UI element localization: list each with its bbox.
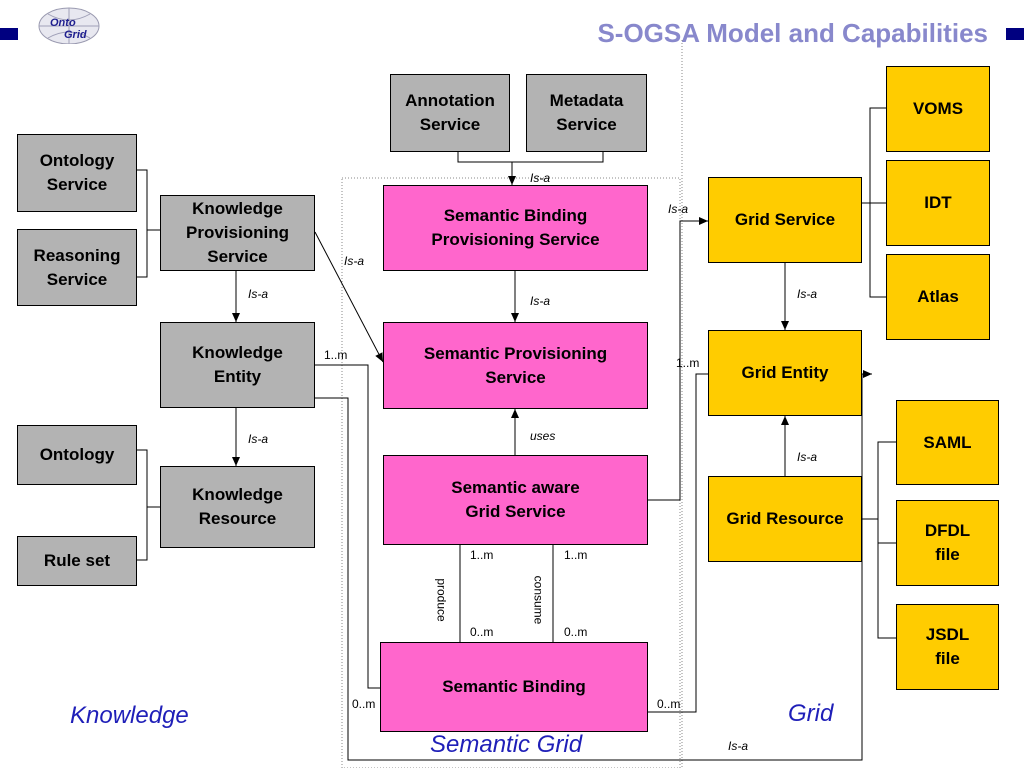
semantic-binding-box: Semantic Binding <box>380 642 648 732</box>
atlas-box: Atlas <box>886 254 990 340</box>
line-bottom-loop <box>315 374 863 761</box>
grid-area-label: Grid <box>788 700 834 727</box>
rule-set-box: Rule set <box>17 536 137 586</box>
line-knowledge-entity-binding <box>315 364 380 689</box>
reasoning-service-box: Reasoning Service <box>17 229 137 306</box>
is-a-label-sags-gs: Is-a <box>668 202 689 216</box>
semantic-provisioning-service-box: Semantic Provisioning Service <box>383 322 648 409</box>
is-a-label-entity-resource: Is-a <box>248 432 269 446</box>
line-sags-to-grid-service <box>648 220 698 501</box>
produce-label: produce <box>434 578 449 622</box>
jsdl-file-box: JSDL file <box>896 604 999 690</box>
knowledge-provisioning-service-box: Knowledge Provisioning Service <box>160 195 315 271</box>
multiplicity-grid-entity: 1..m <box>676 356 700 370</box>
dfdl-file-box: DFDL file <box>896 500 999 586</box>
multiplicity-produce-bottom: 0..m <box>470 625 494 639</box>
logo-text-top: Onto <box>50 17 76 29</box>
grid-service-box: Grid Service <box>708 177 862 263</box>
knowledge-entity-box: Knowledge Entity <box>160 322 315 408</box>
right-accent-bar <box>1006 28 1024 40</box>
line-binding-to-grid-entity <box>648 373 708 713</box>
saml-box: SAML <box>896 400 999 485</box>
multiplicity-produce-top: 1..m <box>470 548 494 562</box>
arrow-kps-to-sps <box>314 231 384 363</box>
is-a-label-gs-ge: Is-a <box>797 287 818 301</box>
ontogrid-logo: Onto Grid <box>38 7 100 44</box>
bracket-annotation-metadata <box>457 152 604 163</box>
consume-label: consume <box>531 575 546 625</box>
is-a-label-sbps-sps: Is-a <box>530 294 551 308</box>
is-a-label-kps-entity: Is-a <box>248 287 269 301</box>
ontology-service-box: Ontology Service <box>17 134 137 212</box>
knowledge-area-label: Knowledge <box>70 702 189 729</box>
multiplicity-binding-right: 0..m <box>657 697 681 711</box>
semantic-aware-grid-service-box: Semantic aware Grid Service <box>383 455 648 545</box>
page-title: S-OGSA Model and Capabilities <box>597 18 988 48</box>
left-accent-bar <box>0 28 18 40</box>
multiplicity-entity-binding: 1..m <box>324 348 348 362</box>
bracket-ontology-ruleset <box>137 449 148 561</box>
grid-entity-box: Grid Entity <box>708 330 862 416</box>
knowledge-resource-box: Knowledge Resource <box>160 466 315 548</box>
multiplicity-consume-bottom: 0..m <box>564 625 588 639</box>
logo-text-bottom: Grid <box>64 29 87 41</box>
semantic-binding-provisioning-service-box: Semantic Binding Provisioning Service <box>383 185 648 271</box>
is-a-label-bottom-loop: Is-a <box>728 739 749 753</box>
annotation-service-box: Annotation Service <box>390 74 510 152</box>
voms-box: VOMS <box>886 66 990 152</box>
metadata-service-box: Metadata Service <box>526 74 647 152</box>
multiplicity-consume-top: 1..m <box>564 548 588 562</box>
bracket-ontology-reasoning <box>137 169 148 278</box>
grid-resource-box: Grid Resource <box>708 476 862 562</box>
idt-box: IDT <box>886 160 990 246</box>
multiplicity-binding-left: 0..m <box>352 697 376 711</box>
is-a-label-gr-ge: Is-a <box>797 450 818 464</box>
ontology-box: Ontology <box>17 425 137 485</box>
semantic-grid-area-label: Semantic Grid <box>430 731 583 758</box>
is-a-label-to-sbps: Is-a <box>530 171 551 185</box>
is-a-label-kps-sps: Is-a <box>344 254 365 268</box>
bracket-saml-dfdl-jsdl <box>877 441 896 639</box>
uses-label: uses <box>530 429 556 443</box>
